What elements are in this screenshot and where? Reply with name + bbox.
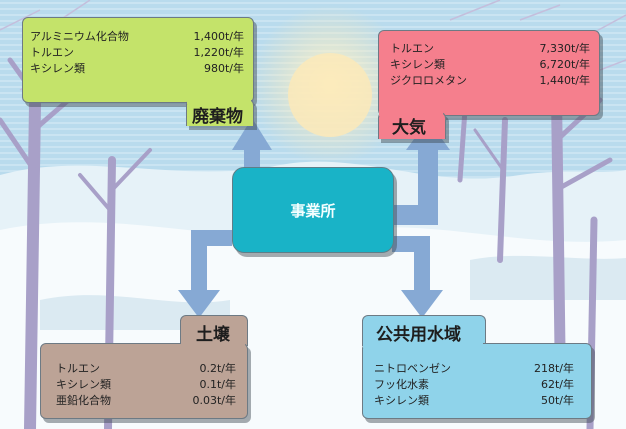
air-row: トルエン 7,330t/年 (390, 40, 590, 56)
substance-amount: 1,400t/年 (193, 30, 244, 43)
substance-name: キシレン類 (56, 378, 111, 391)
waste-row: キシレン類 980t/年 (30, 60, 244, 76)
soil-row: キシレン類 0.1t/年 (56, 376, 236, 392)
substance-amount: 1,220t/年 (193, 46, 244, 59)
substance-amount: 218t/年 (533, 362, 574, 375)
water-row: ニトロベンゼン 218t/年 (374, 360, 574, 376)
arrow-to-waste (232, 118, 272, 195)
substance-name: トルエン (390, 42, 434, 55)
substance-amount: 0.03t/年 (192, 394, 236, 407)
arrow-to-air (392, 120, 450, 225)
soil-title: 土壌 (196, 325, 230, 345)
arrow-to-water (392, 236, 443, 318)
substance-name: アルミニウム化合物 (30, 30, 129, 43)
soil-box (40, 343, 248, 419)
water-box (362, 343, 592, 419)
water-title: 公共用水域 (376, 325, 461, 345)
air-title: 大気 (392, 118, 426, 138)
sun (288, 53, 372, 137)
waste-row: トルエン 1,220t/年 (30, 44, 244, 60)
substance-amount: 980t/年 (203, 62, 244, 75)
water-row: キシレン類 50t/年 (374, 392, 574, 408)
air-row: ジクロロメタン 1,440t/年 (390, 72, 590, 88)
substance-amount: 62t/年 (540, 378, 574, 391)
air-tab-cover (379, 104, 443, 116)
facility-box: 事業所 (232, 167, 394, 253)
substance-amount: 0.1t/年 (199, 378, 236, 391)
air-tab (378, 112, 446, 139)
substance-amount: 50t/年 (540, 394, 574, 407)
substance-amount: 1,440t/年 (539, 74, 590, 87)
substance-name: ジクロロメタン (390, 74, 467, 87)
flow-arrows (178, 118, 450, 318)
waste-tab-cover (187, 92, 251, 104)
substance-amount: 7,330t/年 (539, 42, 590, 55)
substance-name: トルエン (30, 46, 74, 59)
air-box (378, 30, 600, 116)
soil-row: トルエン 0.2t/年 (56, 360, 236, 376)
substance-name: キシレン類 (374, 394, 429, 407)
arrow-to-soil (178, 230, 232, 318)
substance-name: 亜鉛化合物 (56, 394, 111, 407)
soil-row: 亜鉛化合物 0.03t/年 (56, 392, 236, 408)
waste-title: 廃棄物 (192, 107, 243, 127)
substance-name: キシレン類 (30, 62, 85, 75)
waste-box (22, 17, 254, 103)
waste-row: アルミニウム化合物 1,400t/年 (30, 28, 244, 44)
snow-patch (470, 255, 626, 300)
substance-name: トルエン (56, 362, 100, 375)
facility-label: 事業所 (290, 202, 336, 220)
substance-name: ニトロベンゼン (374, 362, 451, 375)
substance-name: フッ化水素 (374, 378, 429, 391)
substance-amount: 6,720t/年 (539, 58, 590, 71)
substance-name: キシレン類 (390, 58, 445, 71)
soil-tab-cover (181, 338, 245, 348)
substance-amount: 0.2t/年 (199, 362, 236, 375)
air-row: キシレン類 6,720t/年 (390, 56, 590, 72)
water-row: フッ化水素 62t/年 (374, 376, 574, 392)
water-tab-cover (363, 338, 483, 348)
